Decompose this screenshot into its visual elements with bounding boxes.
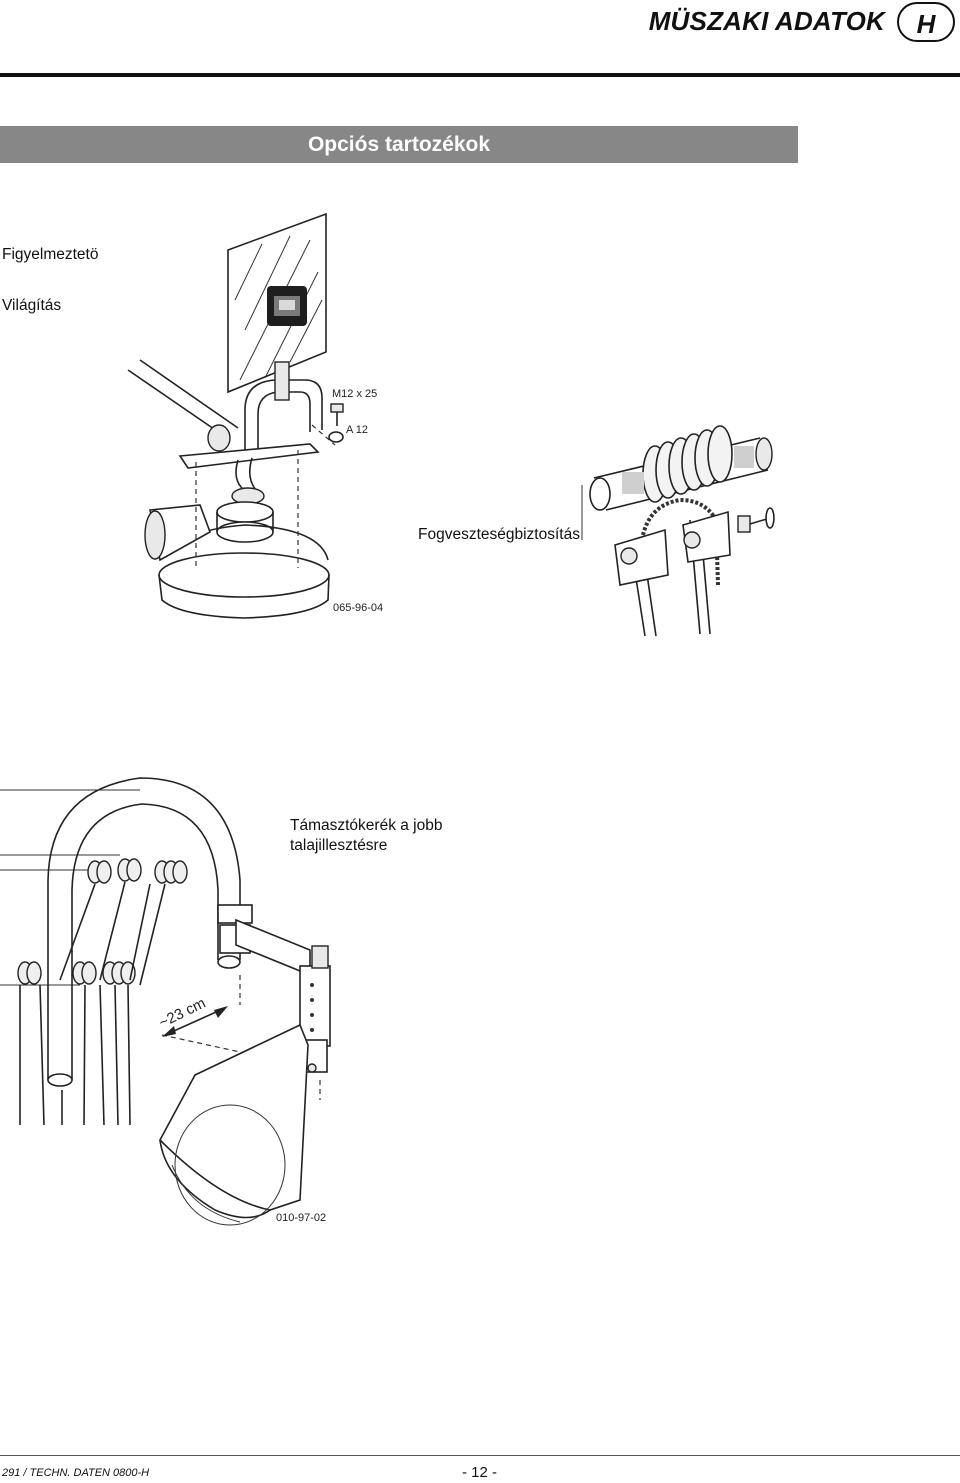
washer-label: A 12	[346, 424, 368, 436]
footer-doc-ref: 291 / TECHN. DATEN 0800-H	[2, 1467, 150, 1479]
label-tine-loss: Fogveszteségbiztosítás	[418, 526, 580, 543]
footer-divider	[0, 1455, 960, 1456]
figure3-ref-code: 010-97-02	[276, 1212, 326, 1224]
header-divider	[0, 73, 960, 77]
label-warning-line1: Figyelmeztetö	[2, 246, 99, 263]
label-support-line1: Támasztókerék a jobb	[290, 817, 443, 834]
section-banner	[0, 126, 798, 163]
page-header-title: MÜSZAKI ADATOK	[648, 6, 885, 36]
bolt-label: M12 x 25	[332, 388, 377, 400]
label-support-line2: talajillesztésre	[290, 837, 388, 854]
language-badge: H	[897, 2, 955, 42]
dimension-label: ~23 cm	[156, 995, 208, 1032]
label-warning-line2: Világítás	[2, 297, 62, 314]
section-title: Opciós tartozékok	[307, 133, 491, 156]
page-number: - 12 -	[462, 1464, 498, 1481]
figure1-ref-code: 065-96-04	[333, 602, 383, 614]
